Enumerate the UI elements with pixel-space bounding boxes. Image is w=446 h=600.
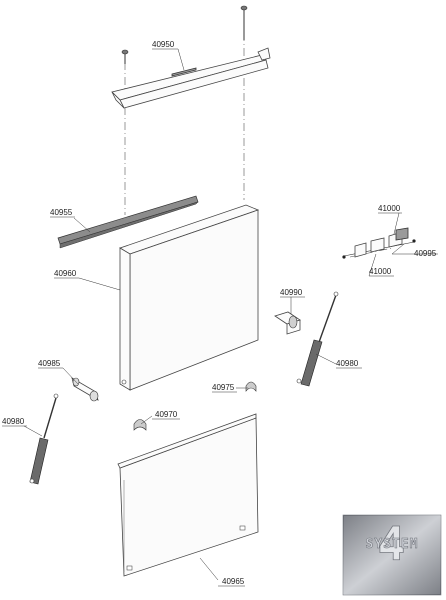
bracket-40950 [111,47,271,109]
gas-spring-40980-left [29,393,59,485]
label-40950: 40950 [152,40,175,49]
screw-top-left [121,49,129,64]
system4-logo: 4 SYSTEM [342,514,442,596]
arm-40985 [71,377,99,402]
label-40965: 40965 [222,577,245,586]
door-panel-40960 [119,204,260,391]
gas-spring-40980-right [296,291,339,387]
leader-lines [23,48,405,581]
clip-40970 [133,419,147,431]
logo-monogram: 4 [378,517,407,571]
logo-text: SYSTEM [366,537,419,552]
label-40990: 40990 [280,288,303,297]
label-40980-right: 40980 [336,359,359,368]
label-40975: 40975 [212,383,235,392]
clip-assembly-41000 [342,227,416,259]
clip-40975 [245,381,257,392]
label-40980-left: 40980 [2,417,25,426]
screw-top-right [240,5,248,40]
label-40970: 40970 [155,410,178,419]
label-40960: 40960 [54,269,77,278]
gasket-40955 [57,195,199,249]
label-41000-top: 41000 [378,204,401,213]
hinge-pin-40990 [274,311,301,335]
label-40955: 40955 [50,208,73,217]
part-labels: 40950 40955 40960 41000 40995 41000 4099… [2,40,438,587]
inner-panel-40965 [117,413,259,577]
label-40985: 40985 [38,359,61,368]
label-40995: 40995 [414,249,437,258]
label-41000-bottom: 41000 [369,267,392,276]
